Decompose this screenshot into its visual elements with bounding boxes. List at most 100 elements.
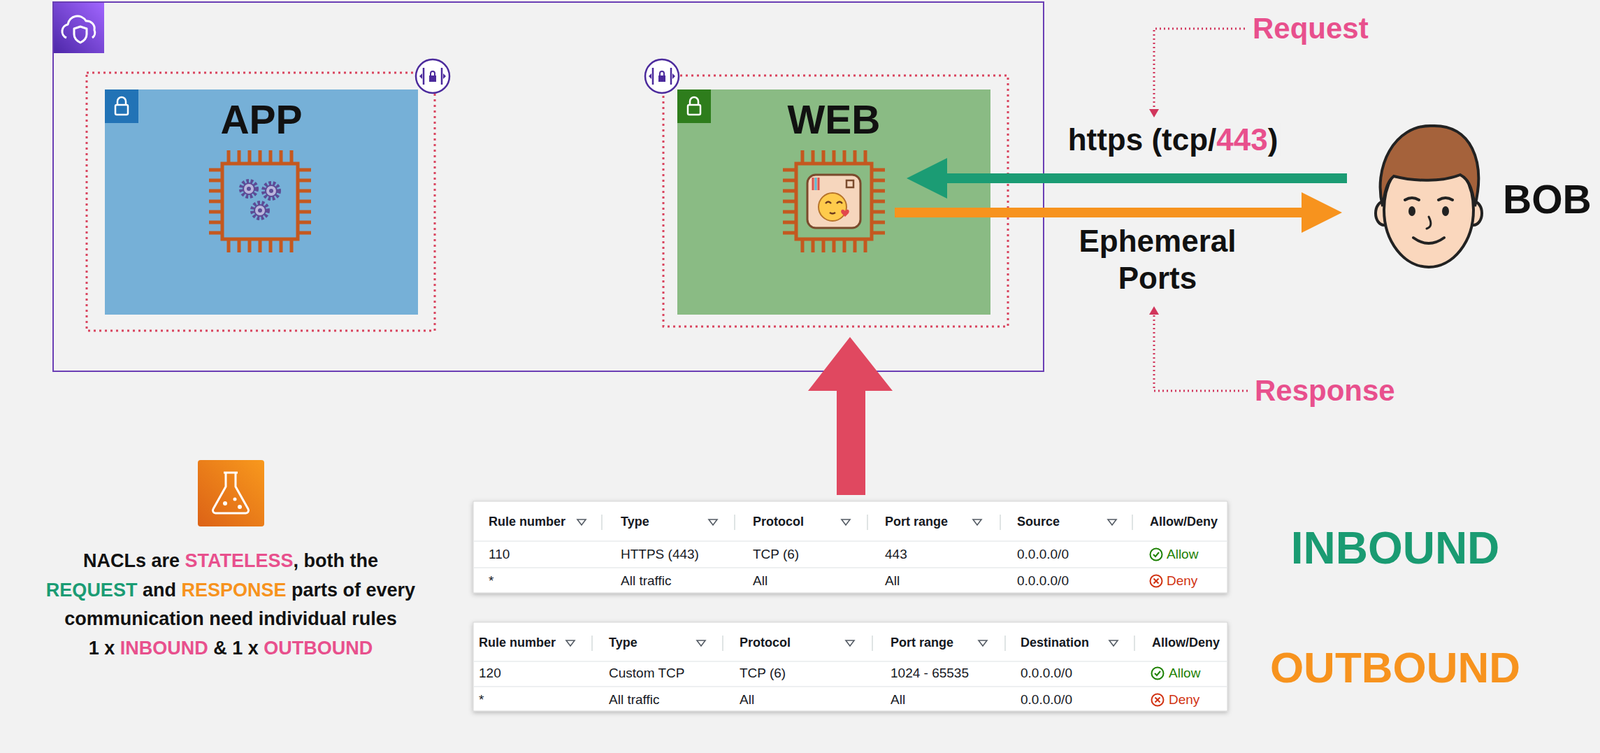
callout-line	[1149, 109, 1159, 118]
vpc-icon	[53, 2, 105, 54]
user-face	[1375, 125, 1482, 268]
table-cell: HTTPS (443)	[620, 546, 699, 563]
arrow-head	[1301, 192, 1343, 233]
rules-table	[1154, 578, 1159, 584]
table-cell: All	[884, 573, 900, 590]
table-cell: 0.0.0.0/0	[1020, 692, 1073, 709]
arrow-shaft	[946, 173, 1347, 184]
instance-chip	[241, 181, 257, 197]
instance-chip	[812, 177, 819, 191]
section-heading: OUTBOUND	[1270, 643, 1521, 692]
table-header: Rule number	[488, 514, 566, 530]
table-cell: All traffic	[608, 692, 660, 709]
subnet-fill	[677, 89, 991, 315]
table-cell: TCP (6)	[739, 665, 786, 682]
nacl-icon	[645, 59, 679, 93]
instance-chip	[782, 168, 797, 235]
rules-table	[473, 622, 1228, 711]
nacl-icon	[658, 75, 666, 82]
arrow-shaft	[894, 207, 1303, 218]
instance-chip	[227, 239, 294, 253]
lock-icon	[115, 104, 128, 115]
instance-chip	[871, 168, 885, 235]
callout-label: Response	[1254, 374, 1396, 407]
table-cell: Allow	[1166, 546, 1199, 563]
user-face	[1404, 197, 1453, 200]
table-cell: 0.0.0.0/0	[1017, 546, 1069, 563]
table-cell: Custom TCP	[608, 665, 685, 682]
table-cell: Deny	[1166, 573, 1198, 590]
instance-chip	[257, 208, 263, 213]
table-cell: All	[752, 573, 768, 590]
table-cell: All	[890, 692, 906, 709]
instance-chip	[208, 168, 223, 235]
flask-icon	[197, 459, 265, 527]
instance-chip	[263, 183, 279, 199]
table-header: Rule number	[478, 635, 556, 651]
instance-chip	[297, 168, 312, 235]
table-cell: TCP (6)	[752, 546, 799, 563]
lock-icon	[104, 89, 139, 124]
table-header: Protocol	[752, 514, 804, 530]
instance-chip	[241, 181, 257, 197]
table-header: Protocol	[739, 635, 791, 651]
lock-icon	[689, 97, 699, 105]
user-face	[1408, 206, 1416, 216]
rules-table	[1151, 667, 1164, 680]
node-title: APP	[220, 97, 302, 142]
table-cell: All	[739, 692, 755, 709]
note-text: NACLs are STATELESS, both the REQUEST an…	[46, 546, 416, 663]
callout-line	[1154, 314, 1248, 391]
instance-chip	[789, 157, 879, 247]
nacl-icon	[659, 71, 665, 76]
lock-icon	[687, 104, 701, 115]
table-header: Allow/Deny	[1151, 635, 1220, 651]
flask-icon	[233, 497, 237, 502]
table-header: Destination	[1020, 635, 1090, 651]
rules-table	[1150, 575, 1163, 588]
node-fills	[104, 89, 991, 315]
user-face	[1442, 206, 1450, 216]
rules-table	[1155, 697, 1161, 703]
instance-chip	[215, 157, 305, 247]
instance-chip	[222, 163, 298, 240]
user-figure: BOB	[1356, 139, 1599, 259]
instance-chip	[254, 204, 266, 216]
instance-chip	[801, 150, 868, 164]
subnet-box: APP	[104, 89, 418, 315]
table-cell: 0.0.0.0/0	[1020, 665, 1073, 682]
instance-chip	[789, 157, 879, 247]
lock-icon	[677, 89, 711, 124]
rules-table	[1154, 671, 1161, 676]
callout-line	[1154, 28, 1245, 110]
callout-label: Request	[1252, 12, 1369, 45]
flow-arrow	[906, 157, 1347, 199]
nacl-icon	[652, 67, 672, 85]
vpc-boundary	[53, 2, 1044, 372]
instance-chip	[796, 163, 872, 240]
lock-icon	[677, 89, 711, 124]
subnet-boundary	[663, 75, 1008, 327]
applies-arrow	[808, 336, 893, 495]
instance-chip	[252, 202, 268, 219]
instance-chip	[846, 180, 854, 188]
flask-icon	[237, 504, 242, 509]
instance-chip	[227, 150, 294, 164]
table-cell: *	[478, 692, 484, 709]
callout-line	[1149, 306, 1159, 315]
table-cell: Allow	[1168, 665, 1201, 682]
table-header: Port range	[884, 514, 948, 530]
instance-chip	[215, 157, 305, 247]
rules-table	[473, 501, 1228, 593]
nacl-icon	[423, 67, 442, 85]
edge-label: https (tcp/443)	[1065, 123, 1282, 157]
edge-label: Ephemeral Ports	[1060, 222, 1255, 298]
table-cell: *	[488, 573, 494, 590]
table-cell: 110	[488, 546, 510, 563]
table-header: Allow/Deny	[1149, 514, 1218, 530]
table-header: Source	[1017, 514, 1060, 530]
subnet-box: WEB	[677, 89, 991, 315]
rules-table	[592, 635, 1135, 651]
rules-table	[473, 541, 1228, 568]
